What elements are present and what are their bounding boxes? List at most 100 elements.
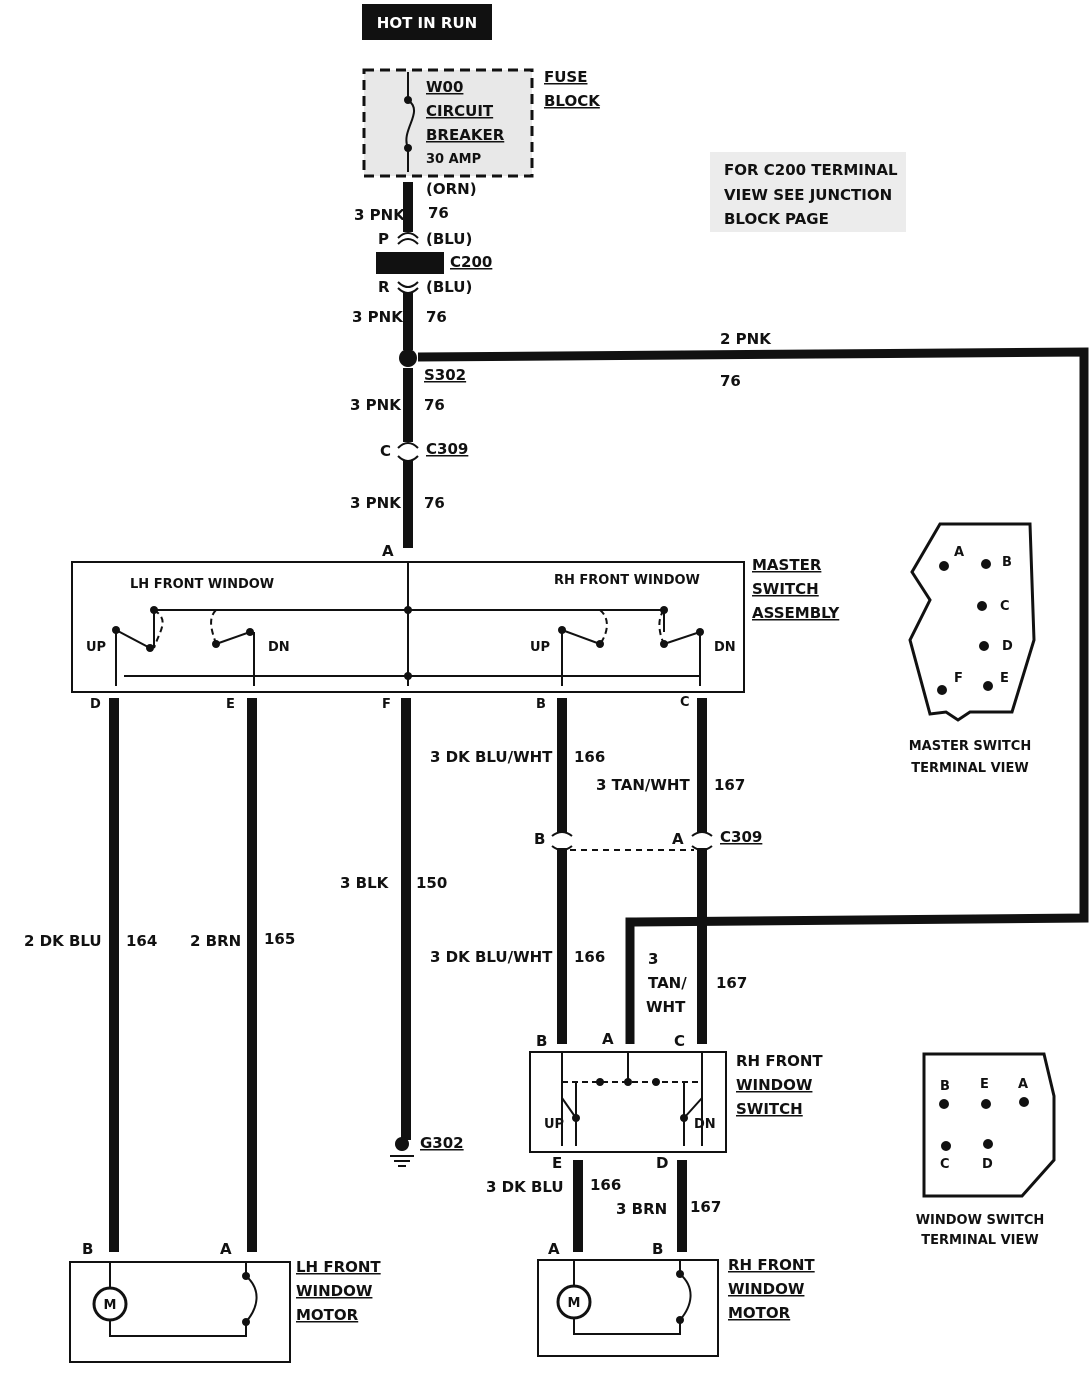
switch-view-title-1: WINDOW SWITCH [916,1213,1045,1228]
lh-motor-m: M [104,1298,117,1313]
master-pin-e: E [226,697,235,712]
s302-label: S302 [424,366,466,384]
lh-motor-pin-b: B [82,1240,93,1258]
mv-c: C [1000,599,1010,614]
rh-switch-up: UP [544,1117,564,1132]
feed-blu-2: (BLU) [426,278,472,296]
w166a-gauge: 3 DK BLU/WHT [430,748,553,766]
mv-f: F [954,671,963,686]
feed-wire4-num: 76 [424,494,445,512]
rh-switch-name-3: SWITCH [736,1100,803,1118]
c200-label: C200 [450,253,492,271]
feed-pin-p: P [378,230,389,248]
ground-symbol [390,1155,414,1167]
mv-d: D [1002,639,1013,654]
switch-view-title-2: TERMINAL VIEW [921,1233,1038,1248]
c309-lower-label: C309 [720,828,762,846]
master-name-1: MASTER [752,556,822,574]
feed-wire2-num: 76 [426,308,447,326]
w-tan-2: TAN/ [648,974,687,992]
c200-note-line1: FOR C200 TERMINAL [724,161,898,179]
c200-note-line3: BLOCK PAGE [724,210,829,228]
fuse-name-line3: BREAKER [426,126,505,144]
sv-e: E [980,1077,989,1092]
master-terminal-outline [908,522,1036,722]
fuse-name-line1: W00 [426,78,463,96]
rh-motor-m: M [568,1296,581,1311]
feed-wire2-gauge: 3 PNK [352,308,404,326]
feed-orn: (ORN) [426,180,477,198]
master-pin-c: C [680,695,690,710]
rh-motor-pin-b: B [652,1240,663,1258]
w167b-num: 167 [716,974,747,992]
c200-connector [376,252,444,274]
master-up-1: UP [86,640,106,655]
feed-pin-c: C [380,442,391,460]
feed-wire3-num: 76 [424,396,445,414]
rh-switch-pin-a: A [602,1030,614,1048]
w-tan-3: WHT [646,998,686,1016]
master-pin-f: F [382,697,391,712]
c200-note-line2: VIEW SEE JUNCTION [724,186,892,204]
rh-wire-166-num: 166 [590,1176,621,1194]
master-dn-1: DN [268,640,290,655]
master-pin-b: B [536,697,546,712]
rh-switch-name-1: RH FRONT [736,1052,823,1070]
lh-motor-name-3: MOTOR [296,1306,359,1324]
rh-switch-pin-b: B [536,1032,547,1050]
fuse-name-line2: CIRCUIT [426,102,494,120]
sv-a: A [1018,1077,1028,1092]
rh-switch-pin-e: E [552,1154,562,1172]
window-switch-terminal-outline [922,1052,1056,1198]
rh-switch-dn: DN [694,1117,716,1132]
w150-gauge: 3 BLK [340,874,390,892]
branch-num: 76 [720,372,741,390]
w150-num: 150 [416,874,447,892]
rh-motor-name-1: RH FRONT [728,1256,815,1274]
feed-wire1-gauge: 3 PNK [354,206,406,224]
w164-gauge: 2 DK BLU [24,932,102,950]
master-view-title-1: MASTER SWITCH [909,739,1031,754]
rh-switch-name-2: WINDOW [736,1076,813,1094]
sv-c: C [940,1157,950,1172]
c309-pin-a: A [672,830,684,848]
rh-motor-pin-a: A [548,1240,560,1258]
w166a-num: 166 [574,748,605,766]
fuse-rating: 30 AMP [426,152,481,167]
w165-gauge: 2 BRN [190,932,241,950]
master-lh-title: LH FRONT WINDOW [130,577,274,592]
c200-note-box [710,152,906,232]
sv-b: B [940,1079,950,1094]
splice-s302 [399,349,417,367]
fuse-block-label-2: BLOCK [544,92,601,110]
master-up-2: UP [530,640,550,655]
rh-wire-167-num: 167 [690,1198,721,1216]
w166b-gauge: 3 DK BLU/WHT [430,948,553,966]
branch-gauge: 2 PNK [720,330,772,348]
master-name-2: SWITCH [752,580,819,598]
ground-g302-label: G302 [420,1134,464,1152]
feed-pin-r: R [378,278,390,296]
feed-wire1-num: 76 [428,204,449,222]
w-tan-1: 3 [648,950,658,968]
lh-motor-name-2: WINDOW [296,1282,373,1300]
master-name-3: ASSEMBLY [752,604,840,622]
master-view-title-2: TERMINAL VIEW [911,761,1028,776]
sv-d: D [982,1157,993,1172]
w165-num: 165 [264,930,295,948]
rh-motor-name-3: MOTOR [728,1304,791,1322]
master-dn-2: DN [714,640,736,655]
rh-switch-pin-c: C [674,1032,685,1050]
w167a-gauge: 3 TAN/WHT [596,776,690,794]
ground-g302-dot [395,1137,409,1151]
branch-wire-2pnk [417,347,1089,1044]
feed-wire3-gauge: 3 PNK [350,396,402,414]
w166b-num: 166 [574,948,605,966]
c309-pin-b: B [534,830,545,848]
lh-motor-pin-a: A [220,1240,232,1258]
mv-e: E [1000,671,1009,686]
feed-wire4-gauge: 3 PNK [350,494,402,512]
rh-wire-166-gauge: 3 DK BLU [486,1178,564,1196]
rh-switch-pin-d: D [656,1154,668,1172]
